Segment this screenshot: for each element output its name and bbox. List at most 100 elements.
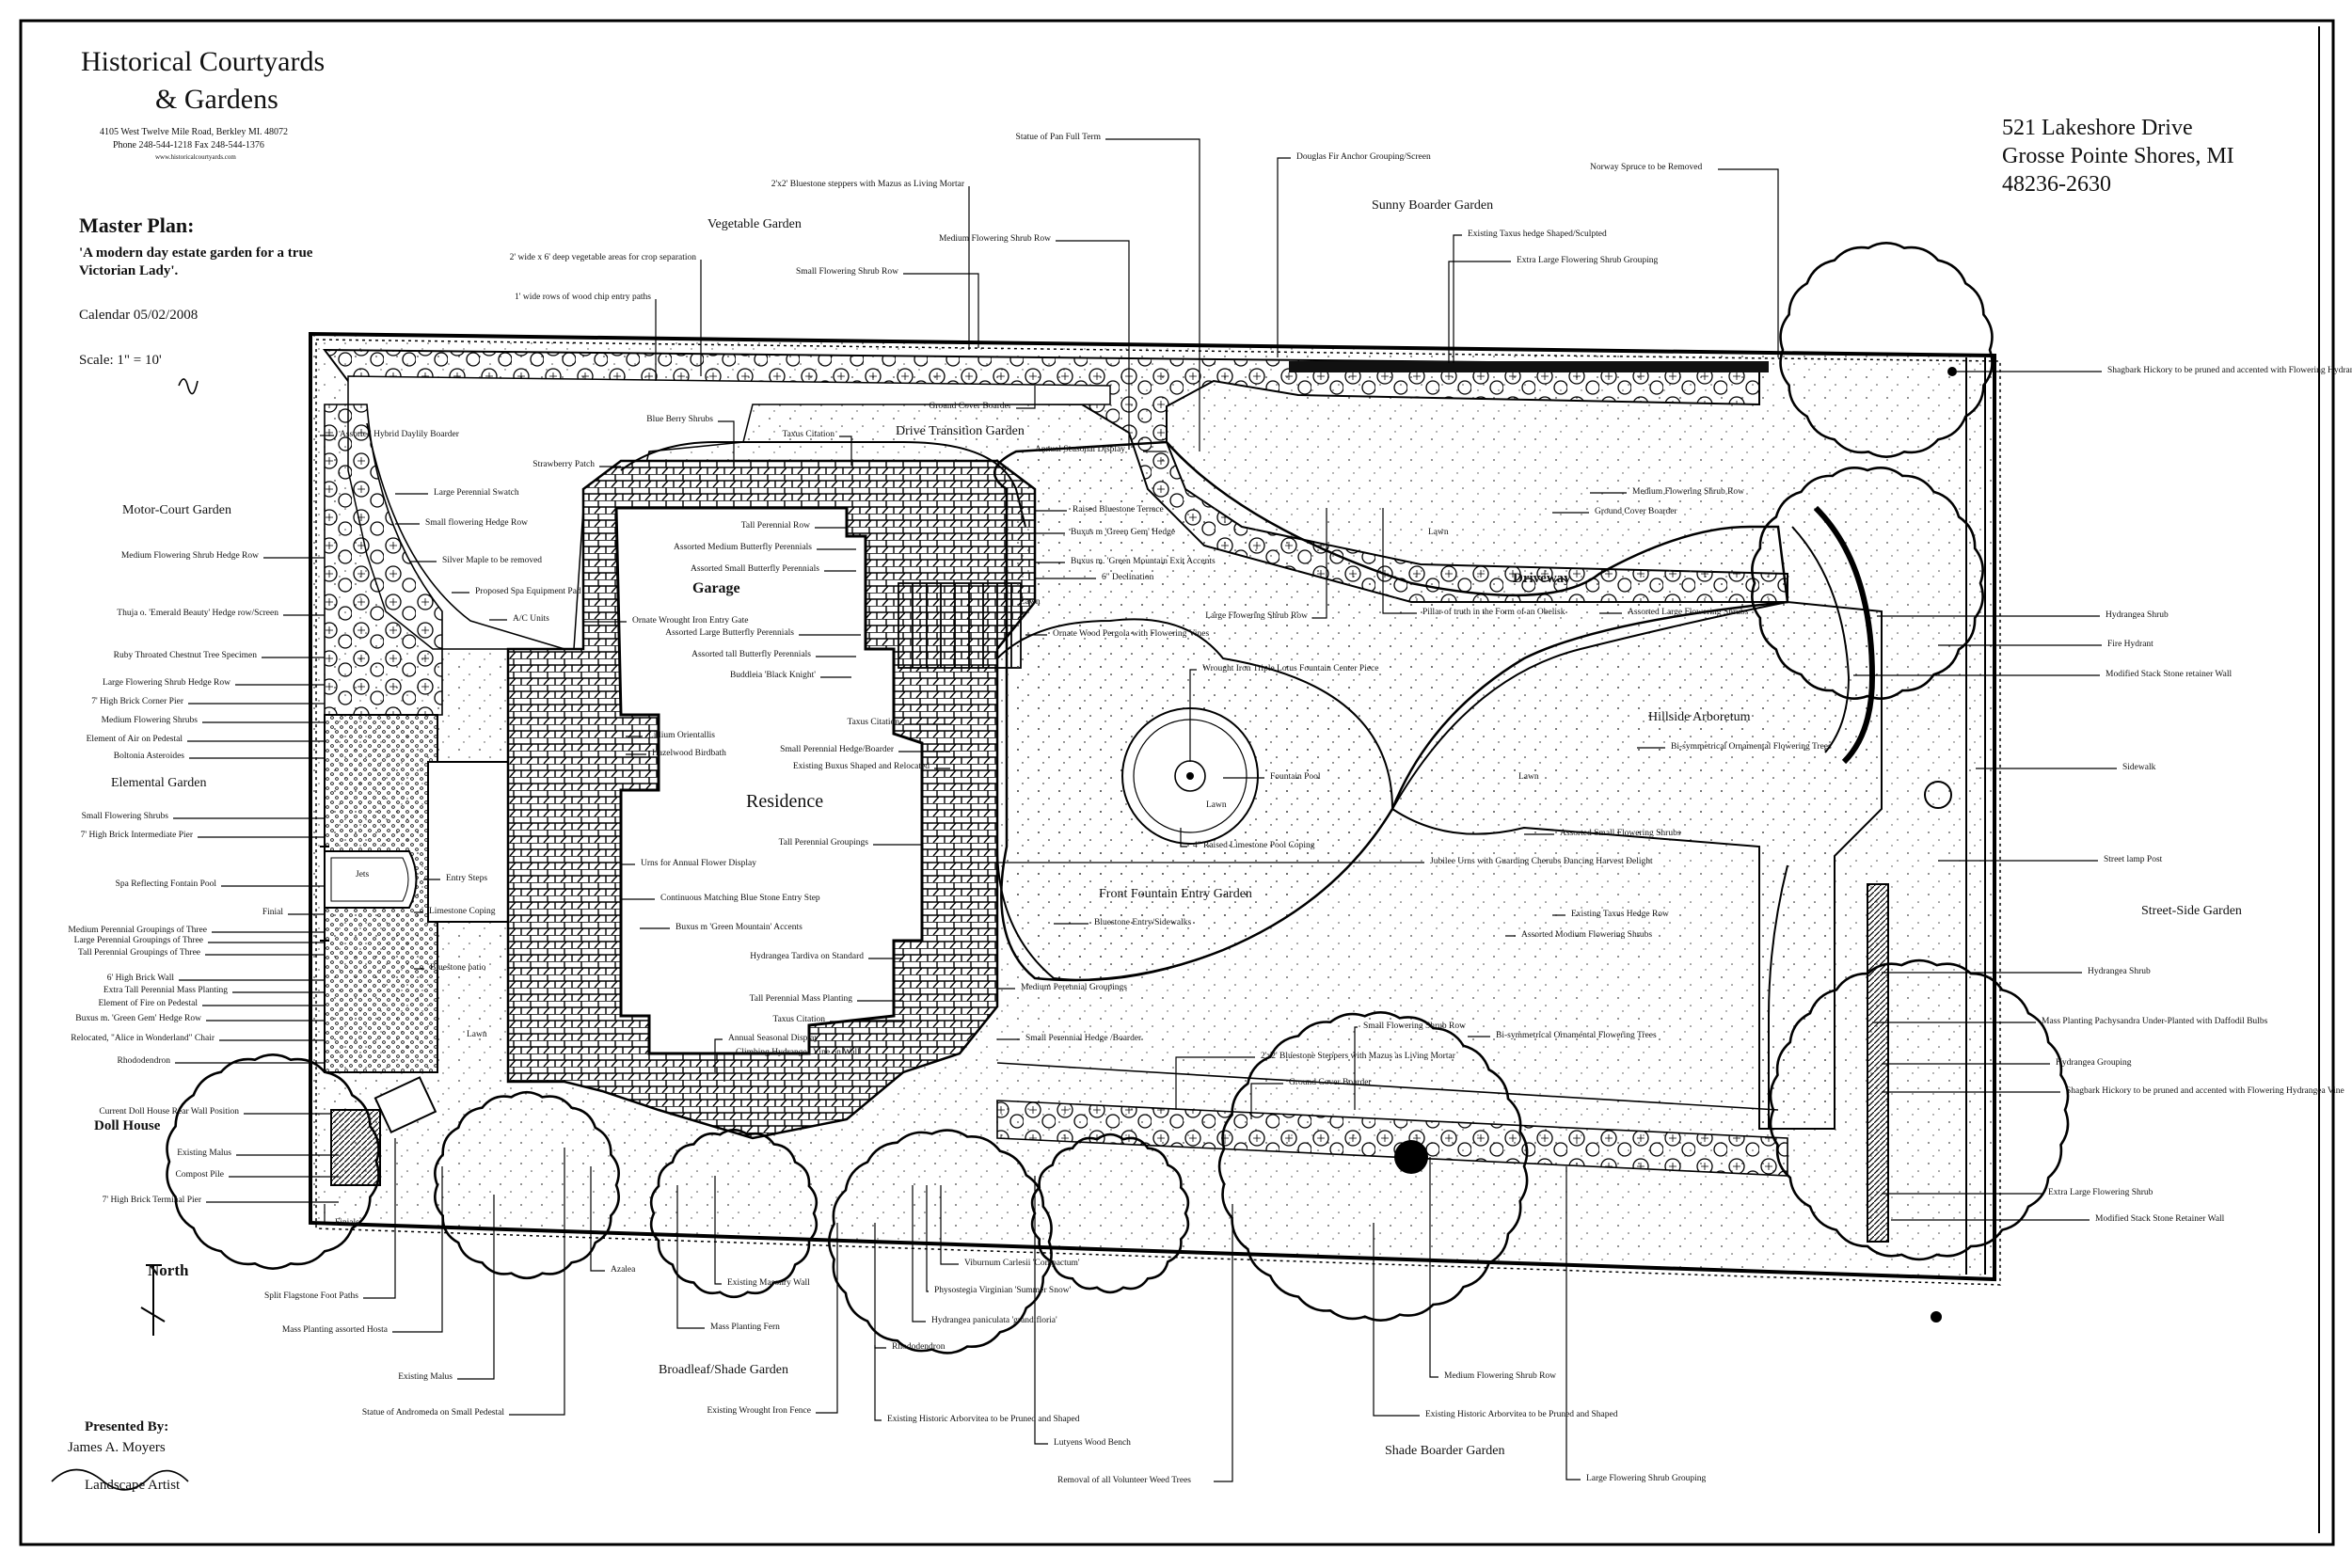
callout-fire-hydrant: Fire Hydrant [2107,640,2153,649]
presenter-name: James A. Moyers [68,1440,166,1455]
callout-small-perennial-hedge: Small Perennial Hedge/Boarder [780,745,894,754]
callout-entry-steps: Entry Steps [446,874,488,883]
tree-canopy [166,1053,380,1270]
callout-hydrangea-grouping: Hydrangea Grouping [2056,1058,2132,1068]
callout-ground-cover-boarder-top: Ground Cover Boarder [929,402,1011,411]
leader-line [1312,508,1327,619]
zone-vegetable-garden: Vegetable Garden [707,217,802,231]
firm-name-line2: & Gardens [155,84,278,115]
callout-wood-chip-paths: 1' wide rows of wood chip entry paths [515,293,651,302]
firm-website: www.historicalcourtyards.com [155,153,236,161]
callout-large-perennial-swatch: Large Perennial Swatch [434,488,519,498]
callout-small-perennial-hedge-low: Small Perennial Hedge /Boarder [1025,1034,1142,1043]
callout-mass-planting-pachysandra: Mass Planting Pachysandra Under-Planted … [2042,1017,2268,1026]
lawn-label: Lawn [1428,528,1449,537]
callout-statue-andromeda: Statue of Andromeda on Small Pedestal [361,1408,504,1418]
leader-line [1175,1056,1255,1110]
zone-garage: Garage [692,580,740,596]
callout-hazelwood-birdbath: Hazelwood Birdbath [652,749,726,758]
callout-taxus-citation-low: Taxus Citation [772,1015,825,1024]
callout-spa-reflecting-pool: Spa Reflecting Fontain Pool [115,879,216,889]
callout-taxus-citation-top: Taxus Citation [782,430,834,439]
callout-existing-arborvitae-bottom: Existing Historic Arborvitea to be Prune… [887,1415,1080,1424]
leader-line [816,1223,838,1414]
zone-shade-boarder-garden: Shade Boarder Garden [1385,1444,1505,1458]
callout-existing-buxus: Existing Buxus Shaped and Relocated [792,762,930,771]
callout-existing-malus-left: Existing Malus [177,1148,231,1158]
callout-medium-flowering-shrub-row-right: Medium Flowering Shrub Row [1632,487,1745,497]
callout-assorted-small-butterfly: Assorted Small Butterfly Perennials [691,564,819,574]
tree-canopy [1217,1011,1529,1322]
zone-residence: Residence [746,791,824,812]
callout-small-flowering-shrubs: Small Flowering Shrubs [81,812,168,821]
zone-drive-transition-garden: Drive Transition Garden [896,424,1025,438]
callout-assorted-hybrid-daylily: Assorted Hybrid Daylily Boarder [340,430,459,439]
callout-finials: Finials [335,1218,359,1227]
leader-line [590,1166,605,1272]
callout-buxus-green-gem-hedge: Buxus m. 'Green Gem' Hedge Row [75,1014,201,1023]
callout-buxus-green-gem: Buxus m 'Green Gem' Hedge [1071,528,1176,537]
callout-ornate-wood-pergola: Ornate Wood Pergola with Flowering Vines [1053,629,1210,639]
callout-current-doll-house: Current Doll House Rear Wall Position [99,1107,239,1117]
site-address-line2: Grosse Pointe Shores, MI [2002,144,2234,168]
leader-line [1105,138,1200,451]
callout-ruby-throated-chestnut: Ruby Throated Chestnut Tree Specimen [113,651,257,660]
leader-line [1382,508,1417,614]
callout-ornate-wrought-iron-gate: Ornate Wrought Iron Entry Gate [632,616,749,626]
leader-line [1180,828,1187,847]
callout-norway-spruce: Norway Spruce to be Removed [1590,163,1703,172]
callout-assorted-large-butterfly: Assorted Large Butterfly Perennials [665,628,794,638]
leader-line [457,1195,495,1380]
leader-line [1448,261,1511,363]
callout-existing-malus-bottom: Existing Malus [398,1372,453,1382]
callout-proposed-spa-equipment: Proposed Spa Equipment Pad [475,587,581,596]
callout-azalea: Azalea [611,1265,636,1275]
callout-element-of-fire: Element of Fire on Pedestal [98,999,198,1008]
callout-buxus-green-mountain: Buxus m 'Green Mountain' Accents [675,923,803,932]
callout-large-flowering-shrub-row: Large Flowering Shrub Row [1205,611,1308,621]
callout-lillium: Lillium Orientallis [648,731,715,740]
callout-bi-symmetrical-top: Bi-symmetrical Ornamental Flowering Tree… [1671,742,1832,752]
leader-line [718,420,735,466]
tree-canopy [434,1090,620,1280]
callout-assorted-medium-butterfly: Assorted Medium Butterfly Perennials [674,543,812,552]
tree-canopy [649,1128,818,1299]
callout-extra-large-flowering-shrub: Extra Large Flowering Shrub [2048,1188,2153,1197]
callout-continuous-blue-stone: Continuous Matching Blue Stone Entry Ste… [660,894,820,903]
calendar-date: Calendar 05/02/2008 [79,308,199,323]
leader-line [1429,1157,1438,1378]
callout-existing-arborvitae-right: Existing Historic Arborvitea to be Prune… [1425,1410,1618,1419]
callout-medium-flowering-shrubs: Medium Flowering Shrubs [101,716,198,725]
zone-driveway: Driveway [1513,571,1571,586]
callout-raised-limestone: 4" Raised Limestone Pool Coping [1193,841,1315,850]
callout-mass-planting-fern: Mass Planting Fern [710,1323,780,1332]
callout-extra-large-flowering-shrub-grouping: Extra Large Flowering Shrub Grouping [1517,256,1659,265]
callout-bi-symmetrical-low: Bi-symmetrical Ornamental Flowering Tree… [1496,1031,1657,1040]
leader-line [676,1185,705,1329]
leader-line [1277,157,1291,357]
callout-medium-flowering-shrub-row-top: Medium Flowering Shrub Row [938,234,1051,244]
callout-rhododendron-bottom: Rhododendron [892,1342,946,1352]
leader-line [1056,240,1130,450]
zone-doll-house: Doll House [94,1118,161,1133]
zone-sunny-boarder-garden: Sunny Boarder Garden [1372,198,1494,213]
callout-assorted-large-flowering-shrubs: Assorted Large Flowering Shrubs [1628,608,1749,617]
callout-existing-taxus-hedge: Existing Taxus hedge Shaped/Sculpted [1468,230,1607,239]
callout-sidewalk: Sidewalk [2122,763,2156,772]
callout-hydrangea-paniculata: Hydrangea paniculata 'grandifloria' [931,1316,1057,1325]
leader-line [1034,1176,1048,1445]
callout-bluestone-sidewalks: Bluestone Entry/Sidewalks [1094,918,1192,927]
callout-rhododendron-left: Rhododendron [117,1056,170,1066]
callout-annual-seasonal-display-low: Annual Seasonal Display [728,1034,819,1043]
callout-fountain-pool: Fountain Pool [1270,772,1321,782]
leader-line [509,1148,565,1416]
firm-name-line1: Historical Courtyards [81,46,326,77]
tree-canopy [1779,242,1994,458]
plan-subtitle-line1: 'A modern day estate garden for a true [79,245,313,261]
callout-bluestone-steppers-top: 2'x2' Bluestone steppers with Mazus as L… [771,180,964,189]
callout-blue-berry-shrubs: Blue Berry Shrubs [646,415,713,424]
leader-line [1354,1026,1358,1110]
lawn-label: Lawn [467,1030,487,1039]
callout-finial: Finial [262,908,283,917]
